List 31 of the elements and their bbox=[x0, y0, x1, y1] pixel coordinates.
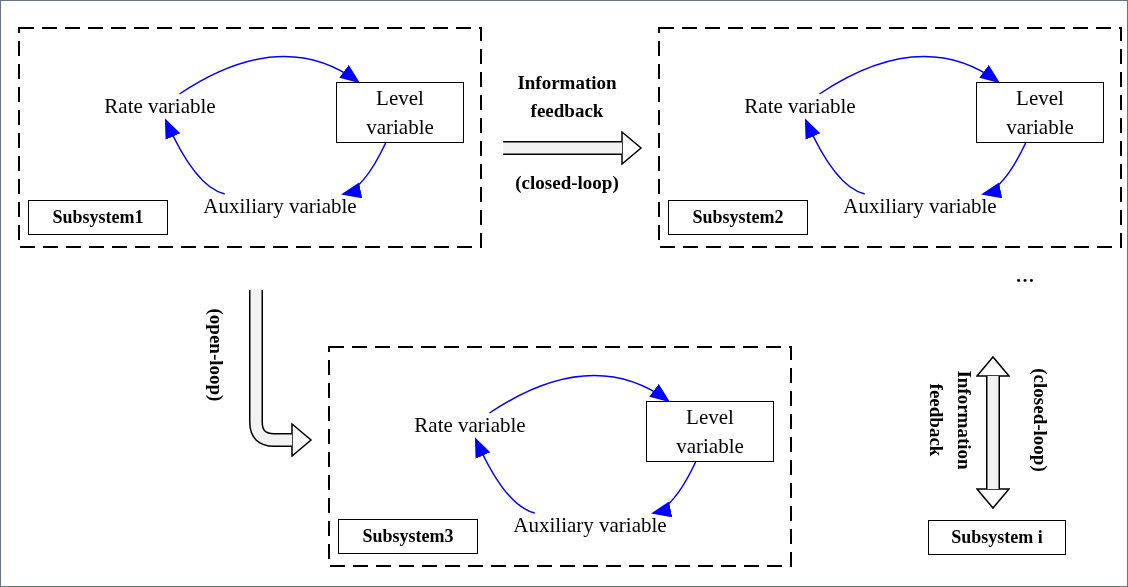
dashed-subsystem-frame bbox=[658, 27, 1122, 248]
variable-label: Rate variable bbox=[395, 413, 545, 439]
subsystem-label-box: Subsystem1 bbox=[28, 200, 168, 235]
edge-label: Information feedback bbox=[516, 71, 618, 123]
edge-label: (open-loop) bbox=[205, 307, 228, 404]
subsystem-label-box: Subsystem i bbox=[928, 520, 1066, 555]
level-variable-box: Level variable bbox=[976, 82, 1104, 143]
variable-label: Auxiliary variable bbox=[180, 194, 380, 220]
subsystem-label-box: Subsystem3 bbox=[338, 519, 478, 554]
subsystem-label-box: Subsystem2 bbox=[668, 200, 808, 235]
loop-type-label: (closed-loop) bbox=[515, 170, 619, 195]
edge-label: Information feedback bbox=[925, 369, 976, 472]
level-variable-box: Level variable bbox=[336, 82, 464, 143]
arrow bbox=[818, 56, 1001, 95]
variable-label: Rate variable bbox=[725, 94, 875, 120]
arrow bbox=[804, 118, 866, 195]
level-variable-box: Level variable bbox=[646, 401, 774, 462]
arrow bbox=[474, 437, 536, 514]
arrow bbox=[164, 118, 226, 195]
arrow bbox=[178, 56, 361, 95]
loop-type-label: (closed-loop) bbox=[1029, 368, 1053, 472]
variable-label: Rate variable bbox=[85, 94, 235, 120]
arrow bbox=[981, 142, 1027, 197]
variable-label: Auxiliary variable bbox=[490, 513, 690, 539]
arrow bbox=[341, 142, 387, 197]
arrow bbox=[651, 461, 697, 516]
dashed-subsystem-frame bbox=[18, 27, 482, 248]
variable-label: Auxiliary variable bbox=[820, 194, 1020, 220]
arrow bbox=[488, 375, 671, 414]
ellipsis-text: … bbox=[1015, 263, 1035, 288]
dashed-subsystem-frame bbox=[328, 346, 792, 567]
